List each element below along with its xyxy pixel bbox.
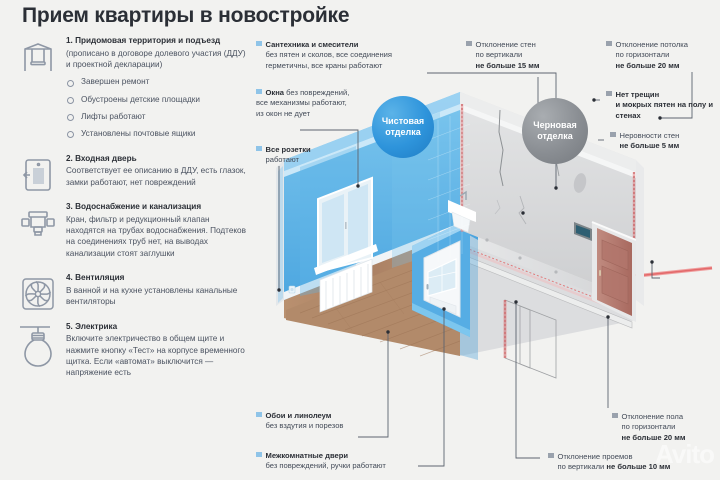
circle-bullet-icon [67,97,74,104]
callout-sockets-lead: Все розетки [265,145,311,154]
list-item: Лифты работают [66,112,250,123]
callout-sockets: Все розетки работают [256,145,346,166]
bullet-square-icon [256,145,262,151]
callout-plumbing-rest: без пятен и сколов, все соединения герме… [265,50,393,70]
section-1-items: Завершен ремонт Обустроены детские площа… [66,77,250,139]
callout-inner-doors-lead: Межкомнатные двери [265,451,349,460]
badge-clean-label: Чистовая отделка [381,116,425,137]
section-2-body: Соответствует ее описанию в ДДУ, есть гл… [66,166,246,187]
bullet-square-icon [256,451,262,457]
section-5-body: Включите электричество в общем щите и на… [66,334,245,378]
callout-opening-rest-wrap: по вертикали не больше 10 мм [548,462,720,472]
callout-no-cracks: Нет трещин и мокрых пятен на полу и стен… [606,90,716,121]
bullet-square-icon [256,40,262,46]
list-item: Завершен ремонт [66,77,250,88]
section-3-body: Кран, фильтр и редукционный клапан наход… [66,214,246,258]
bullet-square-icon [256,411,262,417]
callout-opening-rest: по вертикали [557,462,605,472]
bullet-square-icon [256,88,262,94]
callout-floor-rest: по горизонтали [621,422,676,432]
list-item-label: Завершен ремонт [81,77,150,87]
callout-wall-vertical-rest: по вертикали [475,50,523,60]
list-item-label: Обустроены детские площадки [81,94,200,104]
callout-plumbing-lead: Сантехника и смесители [265,40,359,49]
swing-icon [18,37,58,77]
section-1-heading: 1. Придомовая территория и подъезд [66,36,221,45]
callout-no-cracks-lead: Нет трещин [615,90,660,99]
callout-wall-evenness: Неровности стен не больше 5 мм [610,131,716,152]
section-1-body: (прописано в договоре долевого участия (… [66,48,246,70]
callout-plumbing: Сантехника и смесители без пятен и сколо… [256,40,426,71]
callout-windows: Окна без повреждений, все механизмы рабо… [256,88,356,119]
checklist-section-4: 4. Вентиляция В ванной и на кухне устано… [18,273,250,310]
circle-bullet-icon [67,131,74,139]
callout-wall-even-lead: Неровности стен [619,131,680,140]
fan-icon [18,274,58,314]
section-4-body: В ванной и на кухне установлены канальны… [66,285,238,307]
callout-wall-vertical-lead: Отклонение стен [475,40,536,49]
callout-opening-tolerance: не больше 10 мм [606,462,671,472]
callout-sockets-rest: работают [265,155,299,165]
badge-rough-label: Черновая отделка [533,120,577,141]
callout-opening-vertical: Отклонение проемов по вертикали не больш… [548,452,720,473]
checklist-section-5: 5. Электрика Включите электричество в об… [18,322,250,379]
list-item-label: Установлены почтовые ящики [81,128,196,138]
callout-wall-vertical-tolerance: не больше 15 мм [475,60,540,70]
callout-opening-lead: Отклонение проемов [557,452,633,461]
bullet-square-icon [612,412,618,418]
bullet-square-icon [610,131,616,137]
callout-inner-doors: Межкомнатные двери без повреждений, ручк… [256,451,431,472]
list-item-label: Лифты работают [81,111,146,121]
door-icon [18,155,58,195]
callout-wallpaper: Обои и линолеум без вздутия и порезов [256,411,386,432]
pipe-valve-icon [18,203,58,243]
callout-windows-rest: без повреждений, все механизмы работают,… [256,88,350,118]
section-2-heading: 2. Входная дверь [66,153,137,163]
circle-bullet-icon [67,114,74,122]
callout-windows-lead: Окна [265,88,285,97]
checklist-column: 1. Придомовая территория и подъезд (проп… [18,36,250,387]
callout-wall-vertical: Отклонение стен по вертикали не больше 1… [466,40,586,71]
callout-floor-horizontal: Отклонение пола по горизонтали не больше… [612,412,718,443]
section-5-heading: 5. Электрика [66,321,118,331]
section-3-heading: 3. Водоснабжение и канализация [66,202,202,212]
section-4-heading: 4. Вентиляция [66,273,125,283]
callout-inner-doors-rest: без повреждений, ручки работают [265,461,386,471]
callout-ceiling-rest: по горизонтали [615,50,670,60]
list-item: Обустроены детские площадки [66,95,250,106]
checklist-section-1: 1. Придомовая территория и подъезд (проп… [18,36,250,140]
checklist-section-2: 2. Входная дверь Соответствует ее описан… [18,153,250,191]
bullet-square-icon [606,90,612,96]
bullet-square-icon [466,40,472,46]
circle-bullet-icon [67,79,74,87]
callout-wallpaper-rest: без вздутия и порезов [265,421,344,431]
bullet-square-icon [548,452,554,458]
callout-floor-tolerance: не больше 20 мм [621,432,686,442]
callout-no-cracks-rest: и мокрых пятен на полу и стенах [615,100,714,120]
list-item: Установлены почтовые ящики [66,129,250,140]
callout-wallpaper-lead: Обои и линолеум [265,411,332,420]
badge-rough-finish: Черновая отделка [522,98,588,164]
badge-clean-finish: Чистовая отделка [372,96,434,158]
callout-ceiling-horizontal: Отклонение потолка по горизонтали не бол… [606,40,718,71]
checklist-section-3: 3. Водоснабжение и канализация Кран, фил… [18,202,250,259]
page-title: Прием квартиры в новостройке [22,4,350,27]
callout-floor-lead: Отклонение пола [621,412,684,421]
callout-ceiling-tolerance: не больше 20 мм [615,60,680,70]
lightbulb-icon [18,323,58,367]
callout-wall-even-tolerance: не больше 5 мм [619,141,680,151]
bullet-square-icon [606,40,612,46]
callout-ceiling-lead: Отклонение потолка [615,40,688,49]
